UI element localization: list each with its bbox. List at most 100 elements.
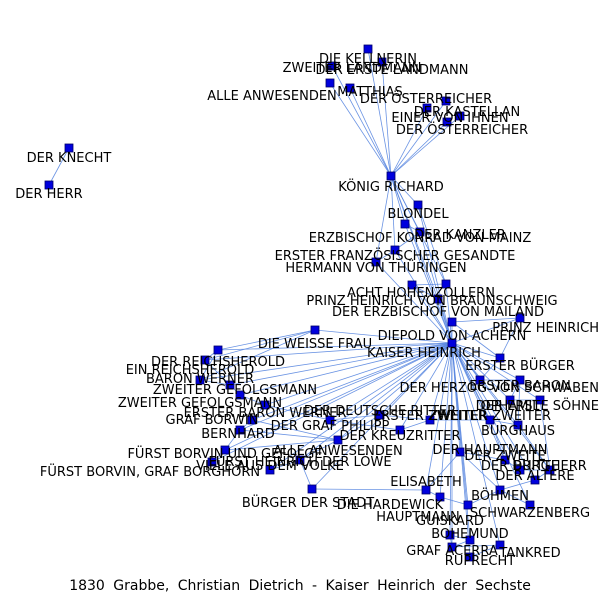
- node-label: ZWEITER ZWEITER: [429, 409, 551, 424]
- graph-edge: [419, 231, 453, 344]
- graph-node: [395, 425, 405, 435]
- graph-node: [195, 375, 205, 385]
- graph-edge: [199, 342, 453, 381]
- graph-edge: [417, 204, 447, 285]
- graph-node: [513, 420, 523, 430]
- node-label: EIN REICHSHEROLD: [126, 363, 255, 378]
- node-label: BURGHAUS: [481, 424, 555, 439]
- graph-edge: [381, 61, 392, 177]
- graph-edge: [251, 419, 339, 441]
- node-label: MATTHIAS: [337, 85, 403, 100]
- graph-node: [325, 78, 335, 88]
- graph-edge: [489, 419, 519, 426]
- node-label: ZWEITER GEFOLGSMANN: [118, 396, 282, 411]
- graph-edge: [469, 544, 501, 558]
- graph-node: [295, 455, 305, 465]
- graph-node: [515, 313, 525, 323]
- graph-node: [500, 455, 510, 465]
- graph-edge: [451, 342, 536, 481]
- graph-edge: [499, 479, 536, 491]
- graph-edge: [269, 459, 301, 471]
- graph-edge: [539, 399, 551, 471]
- node-label: DER REICHSHEROLD: [151, 355, 285, 370]
- graph-node: [260, 400, 270, 410]
- graph-edge: [314, 329, 453, 344]
- graph-edge: [329, 414, 381, 421]
- graph-edge: [239, 342, 453, 396]
- graph-node: [235, 425, 245, 435]
- node-label: VIELE AUS DEM VOLKE: [196, 459, 344, 474]
- graph-edge: [329, 419, 401, 431]
- node-label: DIE WEISSE FRAU: [258, 337, 372, 352]
- graph-edge: [331, 65, 392, 177]
- graph-node: [400, 219, 410, 229]
- graph-edge: [451, 544, 501, 548]
- graph-edge: [451, 342, 511, 401]
- graph-node: [220, 445, 230, 455]
- graph-edge: [299, 439, 339, 461]
- graph-edge: [379, 414, 431, 421]
- node-label: DER HAUPTMANN: [433, 443, 548, 458]
- graph-node: [333, 435, 343, 445]
- graph-edge: [451, 342, 501, 491]
- node-label: GRAF ACERRA: [406, 544, 498, 559]
- graph-edge: [394, 249, 453, 344]
- graph-node: [515, 465, 525, 475]
- graph-edge: [437, 298, 453, 344]
- node-label: FÜRST HEINRICH DER LÖWE: [208, 453, 391, 470]
- graph-edge: [399, 419, 431, 431]
- graph-edge: [390, 100, 447, 177]
- graph-edge: [299, 342, 453, 461]
- graph-edge: [467, 489, 501, 506]
- graph-edge: [390, 107, 428, 177]
- graph-edge: [451, 342, 551, 471]
- node-label: DER KREUZRITTER: [339, 429, 460, 444]
- graph-edge: [451, 342, 521, 381]
- graph-node: [375, 410, 385, 420]
- node-label: ZWEITER GEFOLGSMANN: [153, 383, 317, 398]
- graph-edge: [451, 342, 501, 359]
- graph-edge: [399, 342, 453, 431]
- graph-edge: [239, 429, 339, 441]
- graph-node: [247, 415, 257, 425]
- node-label: ERSTER BÜRGER: [465, 357, 575, 374]
- graph-node: [325, 415, 335, 425]
- node-label: DER KNECHT: [27, 151, 112, 166]
- graph-edge: [451, 342, 501, 546]
- graph-node: [310, 325, 320, 335]
- graph-edge: [199, 329, 316, 381]
- node-label: PRINZ HEINRICH VON BRAUNSCHWEIG: [306, 294, 557, 309]
- graph-node: [545, 465, 555, 475]
- node-label: DER ÖSTERREICHER: [396, 121, 528, 138]
- graph-node: [441, 279, 451, 289]
- graph-edge: [390, 175, 396, 251]
- graph-edge: [499, 489, 531, 506]
- node-label: BÜRGER DER STADT: [242, 494, 374, 511]
- graph-node: [200, 355, 210, 365]
- graph-node: [413, 200, 423, 210]
- graph-edge: [517, 424, 551, 471]
- graph-node: [64, 143, 74, 153]
- graph-edge: [390, 175, 419, 206]
- node-label: TANKRED: [498, 546, 560, 561]
- graph-edge: [239, 342, 453, 431]
- graph-edge: [451, 321, 501, 359]
- graph-edge: [489, 419, 506, 461]
- graph-edge: [224, 439, 339, 451]
- graph-edge: [411, 284, 453, 344]
- node-label: DER ÖSTERREICHER: [360, 90, 492, 107]
- graph-edge: [390, 175, 453, 344]
- graph-edge: [204, 329, 316, 361]
- node-label: BURGHERR: [513, 459, 587, 474]
- graph-node: [455, 111, 465, 121]
- graph-edge: [299, 459, 313, 490]
- node-label: DER GRAF PHILIPP: [271, 419, 390, 434]
- graph-edge: [445, 283, 453, 344]
- graph-node: [327, 61, 337, 71]
- graph-edge: [349, 87, 392, 177]
- node-label: DER ERSTE SÖHNE: [476, 397, 599, 414]
- node-label: DIEPOLD VON ACHERN: [378, 329, 527, 344]
- graph-edge: [264, 342, 453, 406]
- graph-edge: [451, 317, 521, 344]
